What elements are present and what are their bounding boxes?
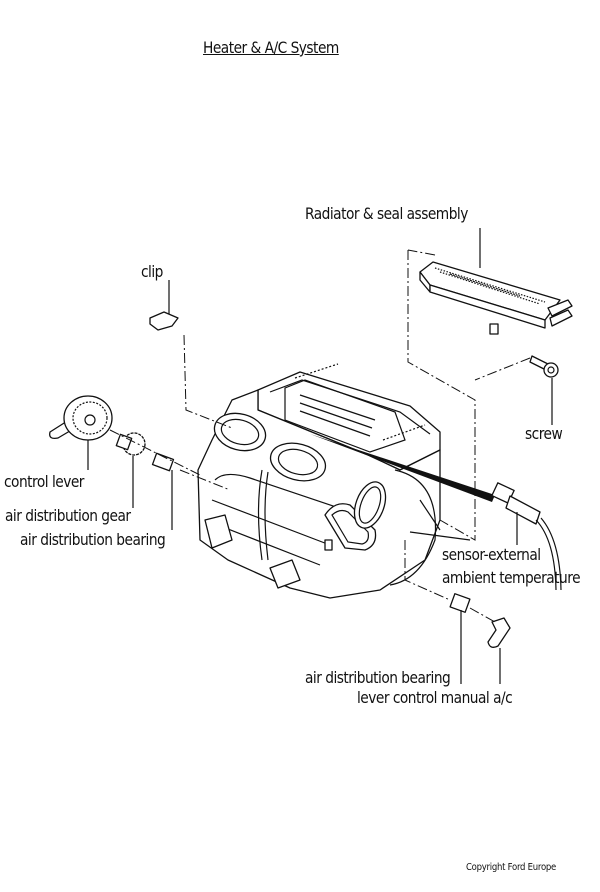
- diagram-title: Heater & A/C System: [203, 38, 339, 57]
- label-control-lever: control lever: [4, 472, 84, 491]
- label-air-distribution-gear: air distribution gear: [5, 506, 131, 525]
- label-sensor-line2: ambient temperature: [442, 568, 581, 587]
- lever-control-manual-part: [487, 617, 511, 648]
- screw-part: [529, 355, 559, 378]
- air-distribution-bearing-part: [151, 452, 175, 472]
- control-lever-part: [49, 395, 113, 441]
- label-air-distribution-bearing-right: air distribution bearing: [305, 668, 451, 687]
- copyright-notice: Copyright Ford Europe: [466, 862, 557, 873]
- label-screw: screw: [525, 424, 563, 443]
- label-air-distribution-bearing-left: air distribution bearing: [20, 530, 166, 549]
- label-clip: clip: [141, 262, 163, 281]
- heater-housing: [197, 363, 441, 599]
- leader-lines: [87, 228, 553, 684]
- clip-part: [149, 311, 179, 331]
- air-distribution-bearing-right-part: [449, 593, 471, 613]
- label-radiator: Radiator & seal assembly: [305, 204, 468, 223]
- label-sensor-line1: sensor-external: [442, 545, 541, 564]
- air-distribution-gear-part: [115, 432, 146, 456]
- label-lever-control-manual: lever control manual a/c: [357, 688, 513, 707]
- sensor-part: [310, 434, 562, 591]
- radiator-seal-assembly: [419, 261, 573, 335]
